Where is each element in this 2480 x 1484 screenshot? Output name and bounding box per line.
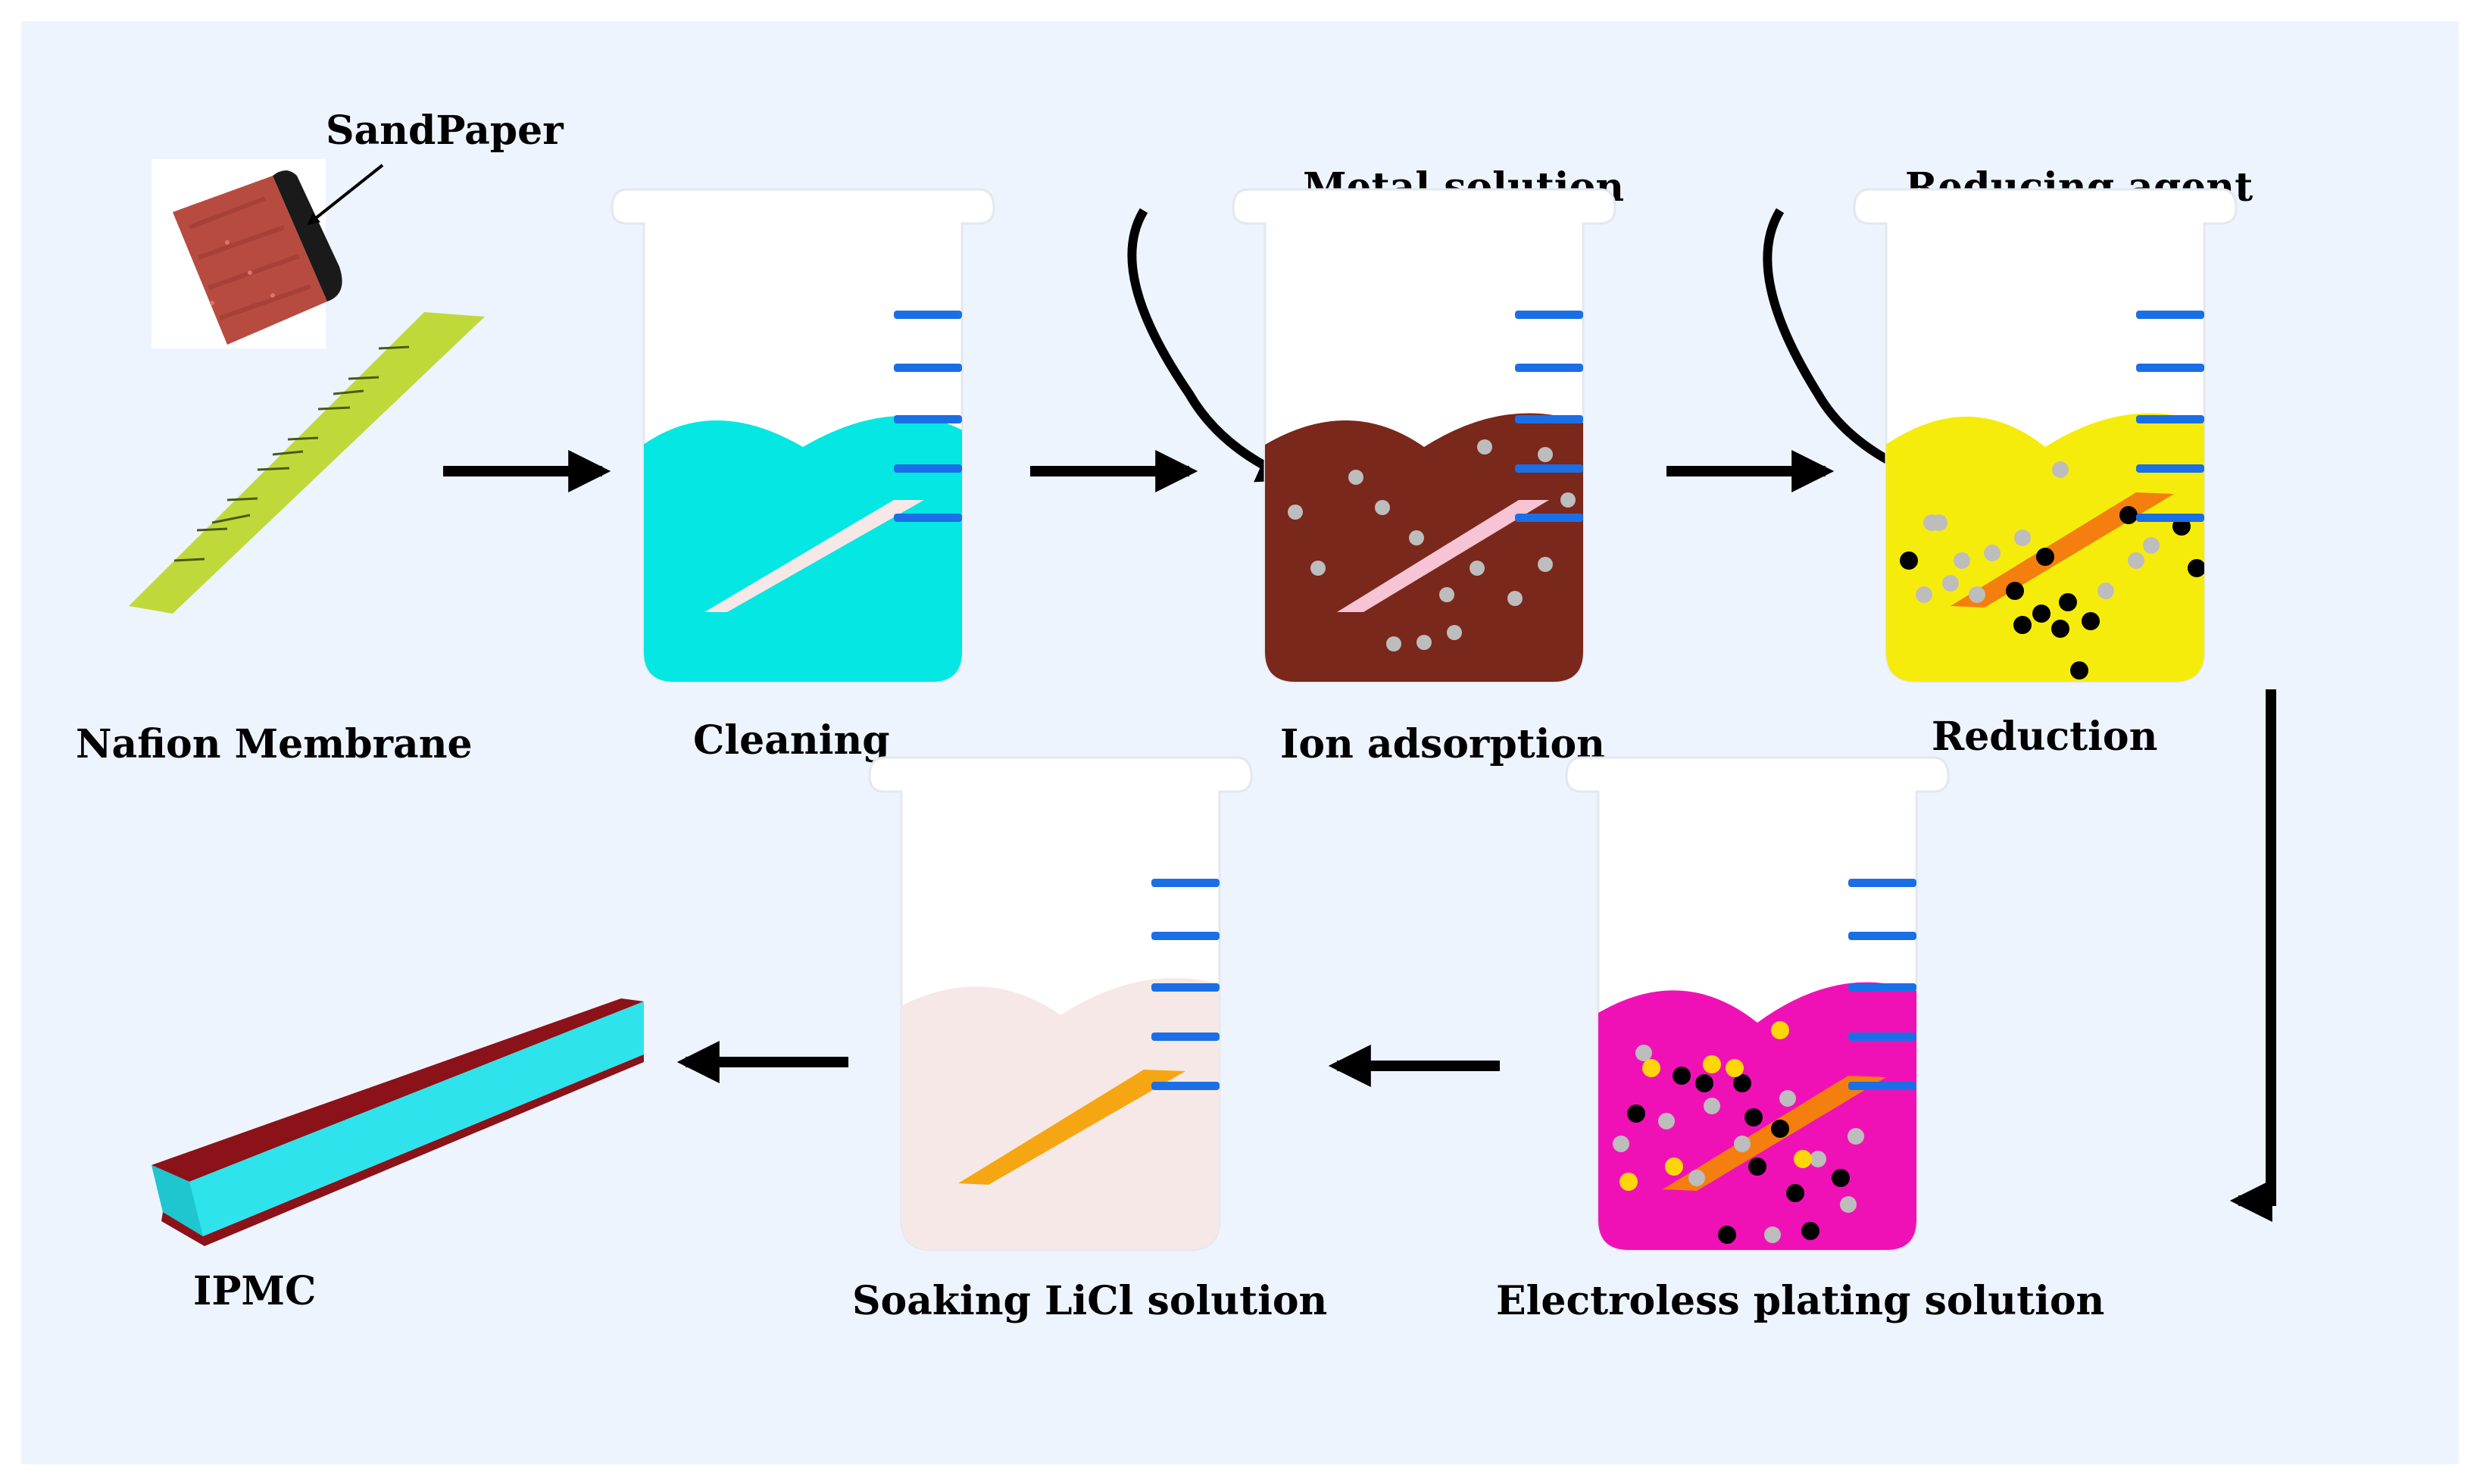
electroless-plating-label: Electroless plating solution: [1496, 1278, 2104, 1324]
reduction-label: Reduction: [1932, 714, 2157, 760]
sandpaper-image: [151, 159, 342, 348]
cleaning-beaker: [611, 188, 995, 683]
electroless-plating-beaker: [1565, 756, 1950, 1251]
arrow-to-electroless: [2229, 689, 2276, 1222]
cleaning-label: Cleaning: [693, 717, 890, 764]
sandpaper-pointer-arrow: [307, 164, 384, 225]
ion-adsorption-beaker: [1232, 188, 1616, 683]
nafion-membrane-label: Nafion Membrane: [76, 721, 473, 767]
ipmc-label: IPMC: [193, 1268, 316, 1314]
ipmc-strip: [151, 998, 644, 1246]
soaking-licl-label: Soaking LiCl solution: [852, 1278, 1327, 1324]
sandpaper-label: SandPaper: [326, 108, 564, 154]
reducing-agent-pour-arrow: [1763, 208, 1931, 484]
reduction-beaker: [1853, 188, 2238, 683]
nafion-membrane-strip: [129, 312, 485, 614]
soaking-licl-beaker: [868, 756, 1253, 1251]
ion-adsorption-label: Ion adsorption: [1280, 721, 1605, 767]
metal-solution-pour-arrow: [1127, 208, 1295, 483]
